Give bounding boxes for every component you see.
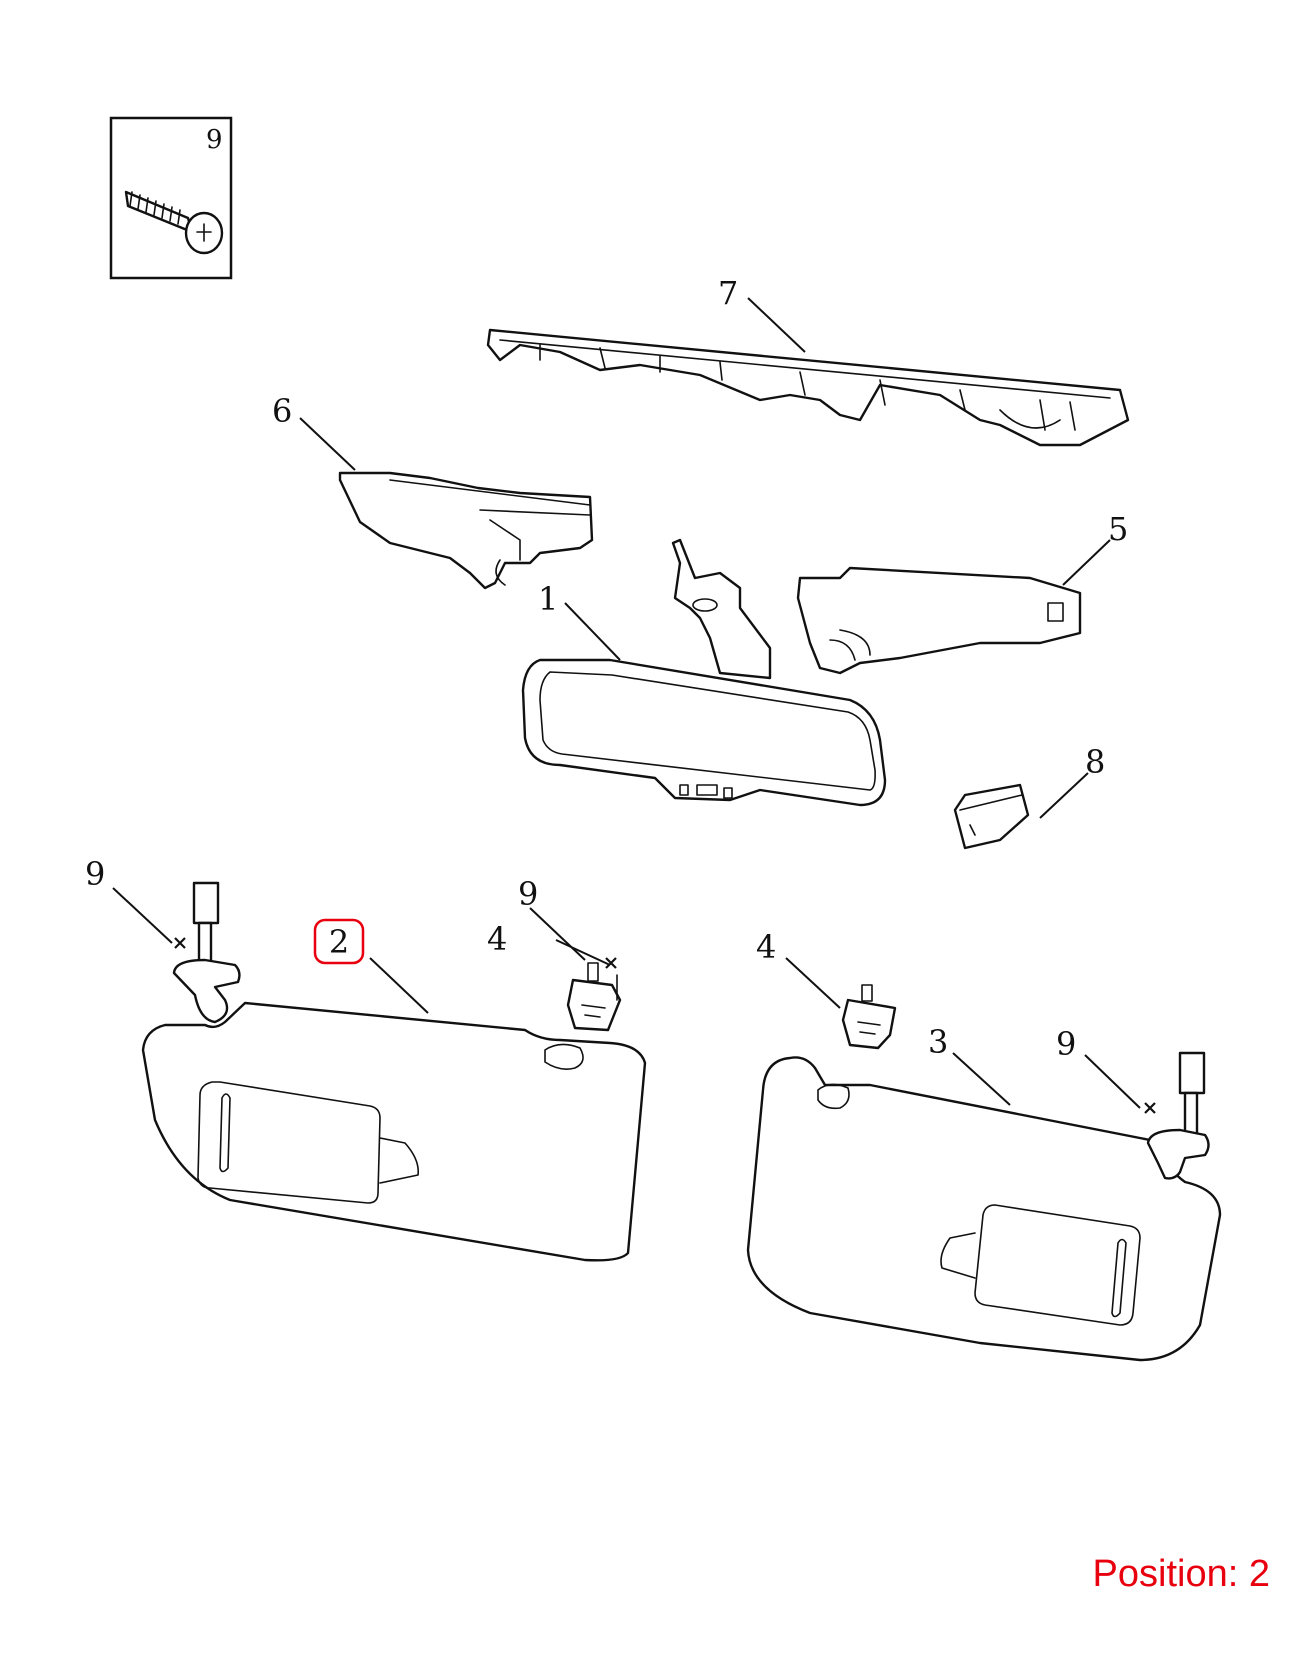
left-sun-visor bbox=[141, 1001, 647, 1262]
inset-label: 9 bbox=[206, 125, 223, 155]
screw-inset: 9 bbox=[109, 116, 233, 280]
highlight-box bbox=[313, 918, 365, 965]
right-clip bbox=[841, 984, 897, 1050]
roof-bracket bbox=[486, 328, 1130, 447]
callout-6: 6 bbox=[272, 392, 292, 430]
screw-markers bbox=[174, 937, 1156, 1114]
left-clip bbox=[566, 962, 622, 1032]
callout-5: 5 bbox=[1108, 510, 1128, 548]
callout-4-right: 4 bbox=[756, 928, 776, 966]
left-visor-hinge bbox=[172, 881, 241, 1024]
x-marker-icon bbox=[1144, 1102, 1156, 1114]
callout-4-left: 4 bbox=[487, 920, 507, 958]
right-sun-visor bbox=[746, 1056, 1222, 1362]
callout-8: 8 bbox=[1085, 743, 1105, 781]
rear-view-mirror bbox=[521, 538, 887, 807]
callout-labels: 7 6 5 1 8 9 2 9 4 4 3 9 bbox=[85, 274, 1128, 1063]
callout-7: 7 bbox=[718, 274, 738, 312]
callout-9-right: 9 bbox=[1056, 1025, 1076, 1063]
callout-1: 1 bbox=[538, 580, 558, 618]
callout-9-left: 9 bbox=[85, 855, 105, 893]
right-cover bbox=[796, 566, 1082, 675]
left-cover bbox=[338, 471, 594, 590]
leader-lines bbox=[112, 297, 1141, 1109]
screw-icon bbox=[124, 190, 224, 255]
callout-3: 3 bbox=[928, 1023, 948, 1061]
cap bbox=[953, 783, 1030, 850]
callout-2[interactable]: 2 bbox=[329, 923, 349, 961]
x-marker-icon bbox=[174, 937, 186, 949]
position-label: Position: 2 bbox=[1092, 1553, 1270, 1595]
x-marker-icon bbox=[605, 957, 617, 969]
right-visor-hinge bbox=[1146, 1051, 1210, 1180]
callout-9-clip: 9 bbox=[518, 875, 538, 913]
